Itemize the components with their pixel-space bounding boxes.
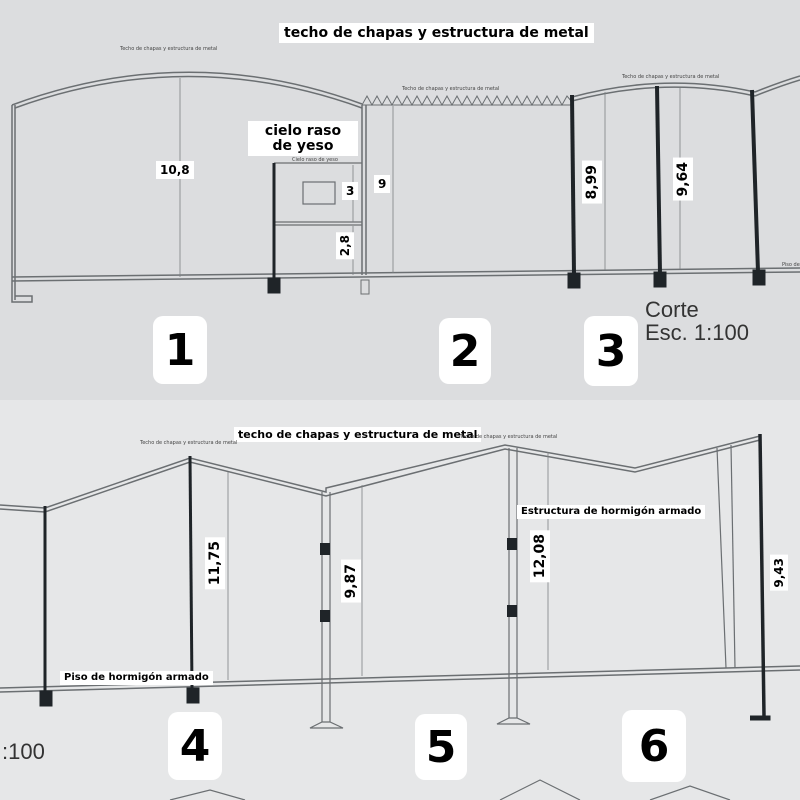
dim-ceiling-bottom: 2,8 <box>336 232 354 260</box>
top-sheet <box>0 0 800 400</box>
dim-ceiling-top: 3 <box>342 182 359 200</box>
scale-value: Esc. 1:100 <box>645 320 749 345</box>
top-floor <box>11 267 800 282</box>
dim-height-5b: 12,08 <box>530 530 550 583</box>
bottom-concrete-columns <box>309 444 736 729</box>
section-number-1: 1 <box>153 316 207 384</box>
dim-height-2: 9 <box>374 175 391 193</box>
ceiling-label: cielo raso de yeso <box>248 121 358 157</box>
top-partition <box>361 105 367 275</box>
section-number-3: 3 <box>584 316 638 386</box>
scale-partial: :100 <box>2 739 45 764</box>
top-title: techo de chapas y estructura de metal <box>279 23 594 43</box>
bottom-concrete-blocks <box>320 538 517 622</box>
ceiling-note: Cielo raso de yeso <box>292 157 338 163</box>
top-roof-note-a: Techo de chapas y estructura de metal <box>120 46 218 52</box>
concrete-structure-label: Estructura de hormigón armado <box>517 505 706 519</box>
section-number-5: 5 <box>415 714 467 780</box>
top-roof-note-b: Techo de chapas y estructura de metal <box>402 86 500 92</box>
bottom-roof-note-b: Techo de chapas y estructura de metal <box>460 434 558 440</box>
top-ceiling <box>274 162 362 226</box>
top-roof-arch-3 <box>571 75 800 102</box>
bottom-roof-note-a: Techo de chapas y estructura de metal <box>140 440 238 446</box>
top-roof-arch-1 <box>11 71 363 109</box>
top-columns <box>267 85 766 295</box>
top-roof-note-c: Techo de chapas y estructura de metal <box>622 74 720 80</box>
top-left-wall <box>11 105 33 303</box>
floor-note: Piso de <box>782 262 800 268</box>
section-number-6: 6 <box>622 710 686 782</box>
dim-height-4: 11,75 <box>205 537 225 590</box>
dim-height-5: 9,87 <box>341 560 361 603</box>
dim-height-3b: 9,64 <box>673 158 693 201</box>
section-number-2: 2 <box>439 318 491 384</box>
section-number-4: 4 <box>168 712 222 780</box>
dim-height-3a: 8,99 <box>582 161 602 204</box>
bottom-title: techo de chapas y estructura de metal <box>234 427 482 442</box>
scale-title: Corte <box>645 297 699 322</box>
dim-height-1: 10,8 <box>156 161 194 179</box>
bottom-edge-roof-hint <box>169 779 731 800</box>
top-roof-zigzag-2 <box>361 94 573 107</box>
bottom-metal-columns <box>39 433 771 721</box>
dim-height-6: 9,43 <box>770 555 788 591</box>
concrete-floor-label: Piso de hormigón armado <box>60 671 213 685</box>
